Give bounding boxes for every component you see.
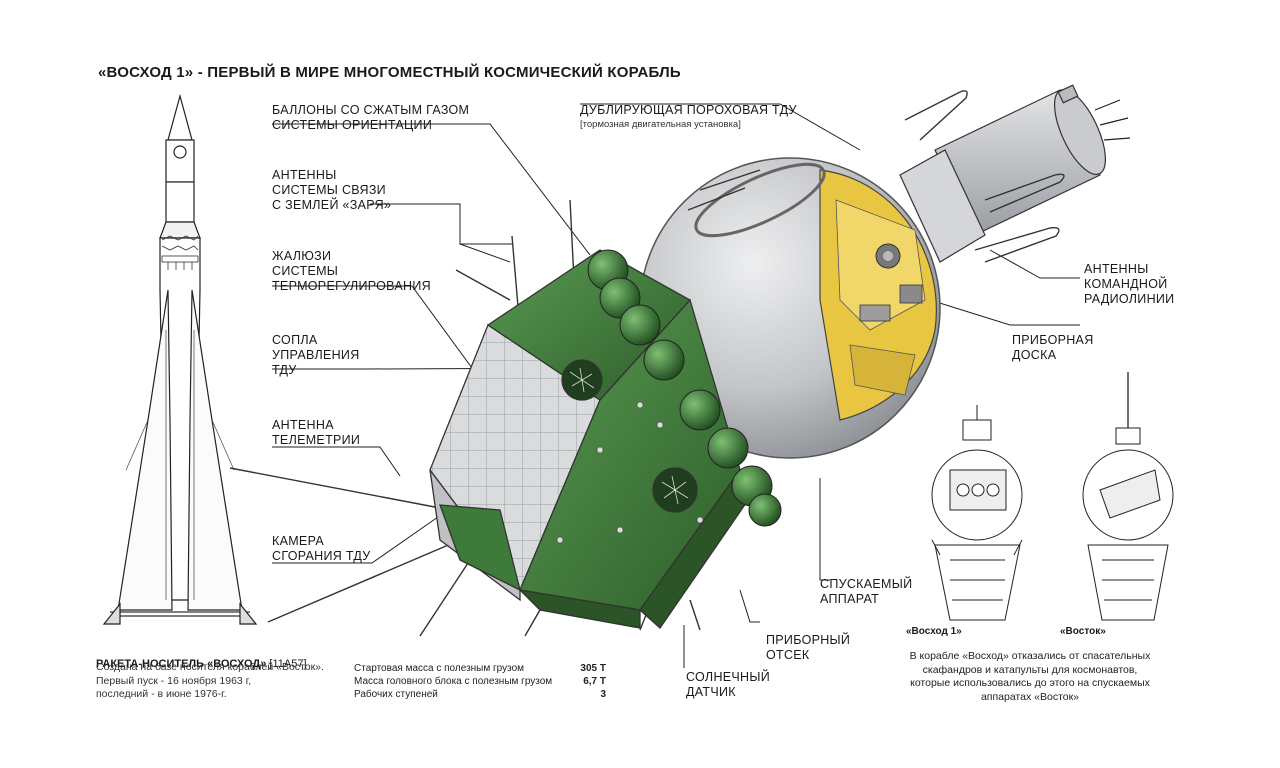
rocket-description: Создана на базе носителя кораблей «Восто… <box>96 661 324 700</box>
rocket-title: РАКЕТА-НОСИТЕЛЬ «ВОСХОД» [11А57] <box>96 646 307 670</box>
label-gas-tanks: БАЛЛОНЫ СО СЖАТЫМ ГАЗОМ СИСТЕМЫ ОРИЕНТАЦ… <box>272 103 470 132</box>
rocket-interstage-grid <box>161 235 199 270</box>
spec-label: Масса головного блока с полезным грузом <box>354 676 553 687</box>
label-instrument-compartment: ПРИБОРНЫЙ ОТСЕК <box>766 633 851 662</box>
label-telemetry-antenna: АНТЕННА ТЕЛЕМЕТРИИ <box>272 418 361 447</box>
engine-chamber-block <box>439 504 521 592</box>
spec-value: 6,7 Т <box>583 676 606 687</box>
comparison-note: В корабле «Восход» отказались от спасате… <box>909 650 1151 703</box>
rocket-right-booster <box>187 289 243 611</box>
spec-row: Рабочих ступеней 3 <box>354 688 606 701</box>
spec-label: Рабочих ступеней <box>354 689 438 700</box>
label-backup-engine-note: [тормозная двигательная установка] <box>580 119 741 130</box>
rocket-adapter <box>165 181 195 223</box>
gas-tanks <box>587 249 782 527</box>
command-antennas <box>687 90 1065 263</box>
spec-value: 3 <box>600 689 606 700</box>
spec-value: 305 Т <box>580 663 606 674</box>
page-title: «ВОСХОД 1» - ПЕРВЫЙ В МИРЕ МНОГОМЕСТНЫЙ … <box>98 64 681 81</box>
label-backup-engine: ДУБЛИРУЮЩАЯ ПОРОХОВАЯ ТДУ <box>580 103 797 117</box>
label-sun-sensor: СОЛНЕЧНЫЙ ДАТЧИК <box>686 670 771 699</box>
label-instrument-panel: ПРИБОРНАЯ ДОСКА <box>1012 333 1094 362</box>
rocket-nose <box>167 93 193 141</box>
label-zarya-antennas: АНТЕННЫ СИСТЕМЫ СВЯЗИ С ЗЕМЛЕЙ «ЗАРЯ» <box>272 168 392 212</box>
rocket-index: [11А57] <box>266 658 307 670</box>
voskhod-capsule-drawing <box>931 405 1023 621</box>
label-command-antennas: АНТЕННЫ КОМАНДНОЙ РАДИОЛИНИИ <box>1084 262 1175 306</box>
leader-lines <box>272 103 1080 668</box>
label-combustion-chamber: КАМЕРА СГОРАНИЯ ТДУ <box>272 534 371 563</box>
spec-table: Стартовая масса с полезным грузом 305 Т М… <box>354 662 606 701</box>
label-descent-module: СПУСКАЕМЫЙ АППАРАТ <box>820 577 913 606</box>
spec-row: Стартовая масса с полезным грузом 305 Т <box>354 662 606 675</box>
rocket-left-booster <box>117 289 173 611</box>
label-louvers: ЖАЛЮЗИ СИСТЕМЫ ТЕРМОРЕГУЛИРОВАНИЯ <box>272 249 431 293</box>
rocket-drawing <box>102 93 258 625</box>
spec-row: Масса головного блока с полезным грузом 6… <box>354 675 606 688</box>
label-nozzles: СОПЛА УПРАВЛЕНИЯ ТДУ <box>272 333 360 377</box>
caption-vostok: «Восток» <box>1060 626 1106 637</box>
backup-retro-engine <box>899 84 1131 263</box>
instrument-compartment <box>429 249 756 629</box>
vostok-capsule-drawing <box>1082 372 1174 621</box>
spec-label: Стартовая масса с полезным грузом <box>354 663 525 674</box>
rocket-name: РАКЕТА-НОСИТЕЛЬ «ВОСХОД» <box>96 658 267 670</box>
caption-voskhod: «Восход 1» <box>906 626 962 637</box>
